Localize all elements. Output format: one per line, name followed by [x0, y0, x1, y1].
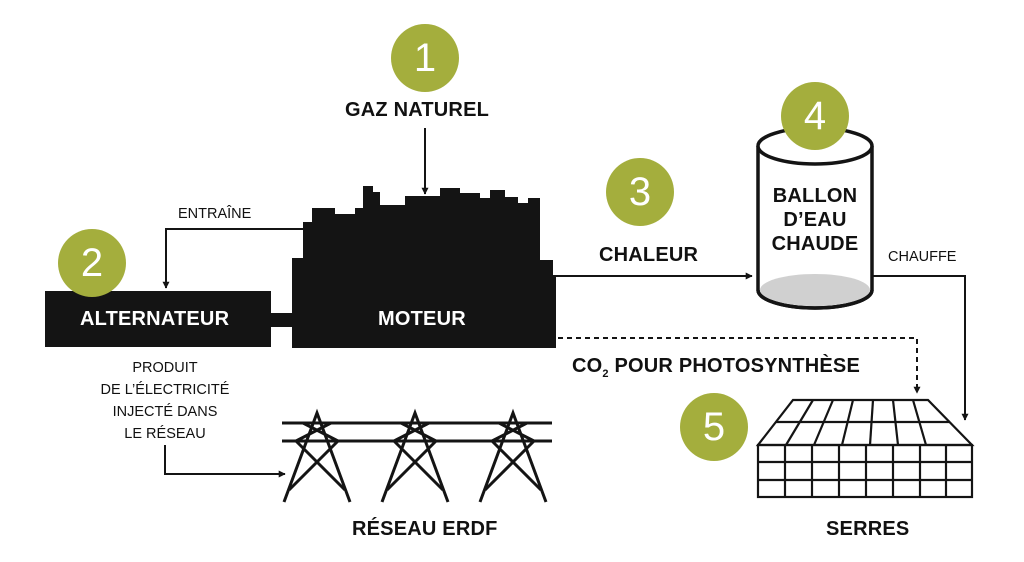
shaft [271, 313, 293, 327]
heating-arrow [872, 275, 969, 421]
drive-label: ENTRAÎNE [178, 206, 252, 222]
power-pylons [282, 408, 552, 503]
electricity-label: PRODUIT DE L’ÉLECTRICITÉ INJECTÉ DANS LE… [60, 357, 270, 445]
engine-silhouette [292, 186, 556, 348]
tank-label-line-2: D’EAU [783, 209, 847, 231]
pylon [380, 408, 450, 503]
greenhouse [755, 398, 975, 499]
electricity-label-line-1: PRODUIT [132, 360, 198, 376]
heat-label: CHALEUR [599, 244, 699, 266]
step-badge-2: 2 [58, 229, 126, 297]
grid-label: RÉSEAU ERDF [352, 518, 498, 540]
co2-label: CO2 POUR PHOTOSYNTHÈSE [572, 355, 860, 380]
drive-arrow [162, 228, 303, 289]
tank-label-line-1: BALLON [772, 185, 858, 207]
co2-label-main: CO [572, 355, 603, 377]
step-badge-5: 5 [680, 393, 748, 461]
co2-arrow [558, 337, 921, 394]
step-badge-3: 3 [606, 158, 674, 226]
co2-label-rest: POUR PHOTOSYNTHÈSE [608, 355, 860, 377]
electricity-label-line-3: INJECTÉ DANS [112, 404, 218, 420]
pylon [282, 408, 352, 503]
step-badge-1: 1 [391, 24, 459, 92]
greenhouse-label: SERRES [826, 518, 910, 540]
step-badge-4: 4 [781, 82, 849, 150]
co2-label-subscript: 2 [602, 368, 609, 380]
electricity-label-line-4: LE RÉSEAU [124, 426, 206, 442]
engine-label: MOTEUR [378, 308, 466, 330]
tank-label-line-3: CHAUDE [771, 233, 859, 255]
tank-label: BALLON D’EAU CHAUDE [758, 184, 872, 256]
heating-label: CHAUFFE [888, 249, 957, 265]
gas-label: GAZ NATUREL [345, 99, 490, 121]
pylon [478, 408, 548, 503]
alternator-block [45, 291, 271, 347]
electricity-arrow [164, 445, 286, 478]
electricity-label-line-2: DE L’ÉLECTRICITÉ [100, 382, 230, 398]
alternator-label: ALTERNATEUR [80, 308, 230, 330]
